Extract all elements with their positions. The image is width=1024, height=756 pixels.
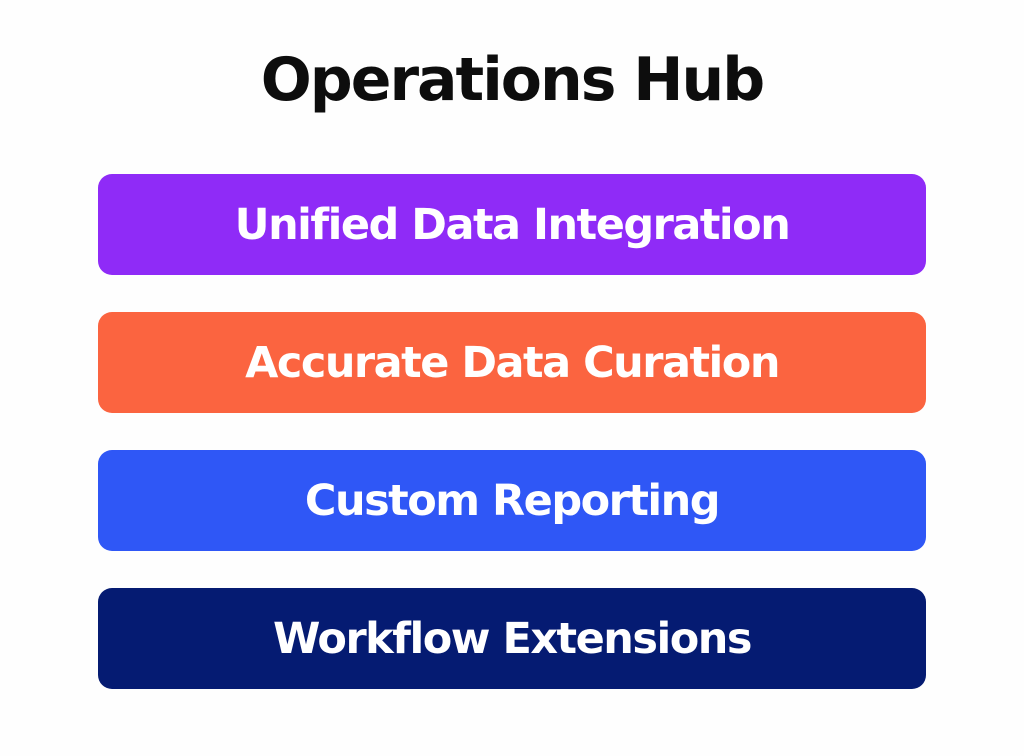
feature-bar-custom-reporting: Custom Reporting: [98, 450, 926, 551]
feature-bar-label: Workflow Extensions: [273, 613, 752, 664]
feature-bar-label: Accurate Data Curation: [245, 337, 780, 388]
page-title: Operations Hub: [260, 45, 765, 115]
feature-bar-list: Unified Data Integration Accurate Data C…: [98, 174, 926, 689]
feature-bar-unified-data-integration: Unified Data Integration: [98, 174, 926, 275]
feature-bar-label: Unified Data Integration: [234, 199, 791, 250]
feature-bar-workflow-extensions: Workflow Extensions: [98, 588, 926, 689]
feature-bar-accurate-data-curation: Accurate Data Curation: [98, 312, 926, 413]
feature-bar-label: Custom Reporting: [304, 475, 721, 526]
